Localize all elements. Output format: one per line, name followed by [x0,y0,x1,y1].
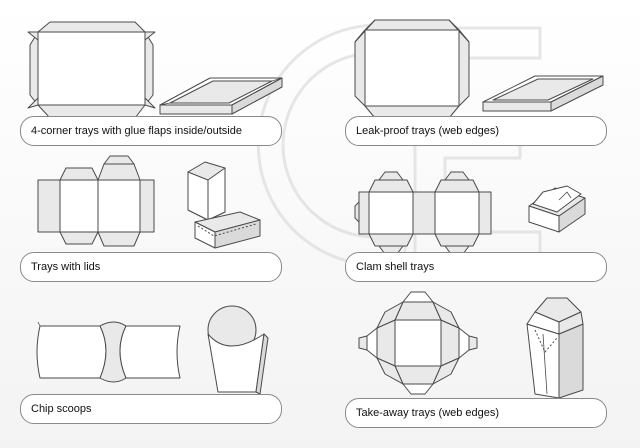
item-label: Chip scoops [20,394,282,424]
takeaway-box-icon [526,297,584,399]
item-label: Take-away trays (web edges) [345,398,607,428]
scoop-cup-icon [207,305,269,395]
lid-tray-net-icon [37,155,155,247]
scoop-net-icon [36,321,181,383]
diagram-cell-leak-proof-trays: Leak-proof trays (web edges) [345,10,640,150]
diagram-cell-4-corner-trays: 4-corner trays with glue flaps inside/ou… [20,10,320,150]
tray-box-icon [159,77,283,115]
tray-box-icon [482,75,604,112]
diagram-cell-clam-shell-trays: Clam shell trays [345,150,640,290]
diagram-cell-trays-with-lids: Trays with lids [20,150,320,290]
takeaway-net-icon [358,291,478,395]
tray-net-icon [354,19,470,119]
diagram-cell-take-away-trays: Take-away trays (web edges) [345,290,640,430]
item-label: 4-corner trays with glue flaps inside/ou… [20,116,282,146]
clamshell-box-icon [528,185,586,233]
clamshell-net-icon [354,171,492,255]
item-label: Leak-proof trays (web edges) [345,116,607,146]
lid-box-icon [187,161,261,249]
tray-net-icon [27,21,156,119]
diagram-cell-chip-scoops: Chip scoops [20,300,320,440]
item-label: Clam shell trays [345,252,607,282]
item-label: Trays with lids [20,252,282,282]
